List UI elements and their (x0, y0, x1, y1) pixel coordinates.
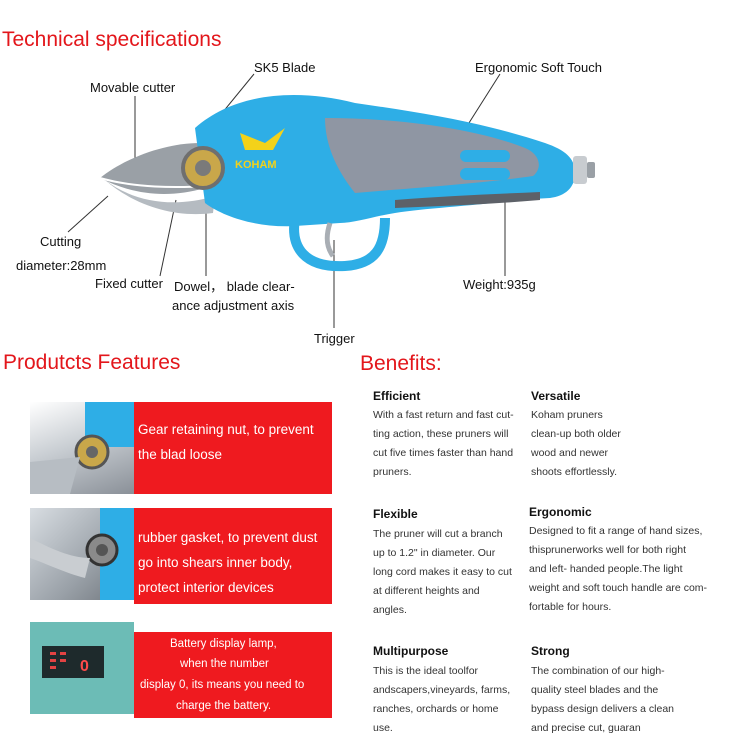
brand-logo-text: KOHAM (235, 159, 277, 171)
label-cutting-diameter: diameter:28mm (16, 258, 107, 273)
benefit-text-line: andscapers,vineyards, farms, (373, 684, 511, 696)
benefit-text-line: angles. (373, 604, 407, 616)
feature-photo-rubber-gasket (30, 508, 134, 600)
benefit-versatile-heading: Versatile (531, 389, 581, 403)
fixed-blade (105, 180, 215, 215)
label-sk5-blade: SK5 Blade (254, 60, 316, 75)
movable-blade (100, 143, 205, 194)
label-dowel: Dowel， blade clear- (174, 279, 295, 294)
benefit-text-line: bypass design delivers a clean (531, 703, 675, 715)
tech-spec-title: Technical specifications (2, 28, 222, 51)
benefit-text-line: and precise cut, guaran (531, 722, 641, 734)
benefit-text-line: wood and newer (531, 447, 609, 459)
benefit-text-line: up to 1.2" in diameter. Our (373, 547, 496, 559)
benefit-text-line: Designed to fit a range of hand sizes, (529, 525, 703, 537)
pruner-illustration: KOHAM (99, 95, 595, 272)
label-dowel-axis: ance adjustment axis (172, 298, 295, 313)
benefit-ergonomic-text: Designed to fit a range of hand sizes, t… (529, 522, 729, 617)
feature-2-line-3: protect interior devices (138, 580, 274, 595)
benefit-flexible-text: The pruner will cut a branch up to 1.2" … (373, 525, 533, 620)
benefit-text-line: This is the ideal toolfor (373, 665, 479, 677)
benefit-ergonomic-heading: Ergonomic (529, 505, 592, 519)
benefit-strong-heading: Strong (531, 644, 570, 658)
benefit-text-line: shoots effortlessly. (531, 466, 617, 478)
label-movable-cutter: Movable cutter (90, 80, 176, 95)
benefit-text-line: With a fast return and fast cut- (373, 409, 514, 421)
benefit-text-line: quality steel blades and the (531, 684, 659, 696)
benefit-text-line: The pruner will cut a branch (373, 528, 503, 540)
feature-photo-gear-nut (30, 402, 134, 494)
label-ergonomic: Ergonomic Soft Touch (475, 60, 602, 75)
feature-box-battery-lamp: Battery display lamp, when the number di… (134, 632, 332, 718)
feature-3-line-4: charge the battery. (176, 700, 272, 712)
feature-1-line-2: the blad loose (138, 447, 223, 462)
benefit-versatile-text: Koham pruners clean-up both older wood a… (531, 406, 691, 482)
label-trigger: Trigger (314, 331, 355, 346)
benefit-text-line: and left- handed people.The light (529, 563, 683, 575)
benefits-title: Benefits: (360, 352, 442, 375)
feature-3-line-2: when the number (180, 658, 269, 670)
battery-digit: 0 (80, 658, 89, 675)
benefit-text-line: thisprunerworks well for both right (529, 544, 686, 556)
benefit-strong-text: The combination of our high- quality ste… (531, 662, 691, 738)
benefit-text-line: cut five times faster than hand (373, 447, 514, 459)
benefit-text-line: long cord makes it easy to cut (373, 566, 512, 578)
benefit-flexible-heading: Flexible (373, 507, 418, 521)
benefit-text-line: ting action, these pruners will (373, 428, 509, 440)
benefit-text-line: fortable for hours. (529, 601, 612, 613)
feature-photo-battery-lamp: 0 (30, 622, 134, 714)
benefit-multipurpose-text: This is the ideal toolfor andscapers,vin… (373, 662, 533, 738)
feature-box-rubber-gasket: rubber gasket, to prevent dust go into s… (134, 508, 332, 604)
feature-2-line-1: rubber gasket, to prevent dust (138, 530, 318, 545)
feature-2-line-2: go into shears inner body, (138, 555, 293, 570)
benefit-text-line: The combination of our high- (531, 665, 665, 677)
benefit-text-line: use. (373, 722, 393, 734)
label-fixed-cutter: Fixed cutter (95, 276, 163, 291)
feature-box-gear-nut: Gear retaining nut, to prevent the blad … (134, 402, 332, 494)
benefit-text-line: clean-up both older (531, 428, 621, 440)
label-weight: Weight:935g (463, 277, 536, 292)
feature-3-line-1: Battery display lamp, (170, 638, 277, 650)
benefit-text-line: ranches, orchards or home (373, 703, 499, 715)
benefit-multipurpose-heading: Multipurpose (373, 644, 449, 658)
features-title: Produtcts Features (3, 351, 181, 374)
feature-1-line-1: Gear retaining nut, to prevent (138, 422, 314, 437)
benefit-text-line: at different heights and (373, 585, 480, 597)
benefit-efficient-text: With a fast return and fast cut- ting ac… (373, 406, 533, 482)
benefit-text-line: Koham pruners (531, 409, 603, 421)
brand-logo-icon (240, 128, 285, 150)
trigger (324, 222, 336, 258)
benefit-text-line: pruners. (373, 466, 412, 478)
benefit-text-line: weight and soft touch handle are com- (529, 582, 708, 594)
feature-3-line-3: display 0, its means you need to (140, 679, 305, 691)
benefit-efficient-heading: Efficient (373, 389, 421, 403)
label-cutting: Cutting (40, 234, 82, 249)
